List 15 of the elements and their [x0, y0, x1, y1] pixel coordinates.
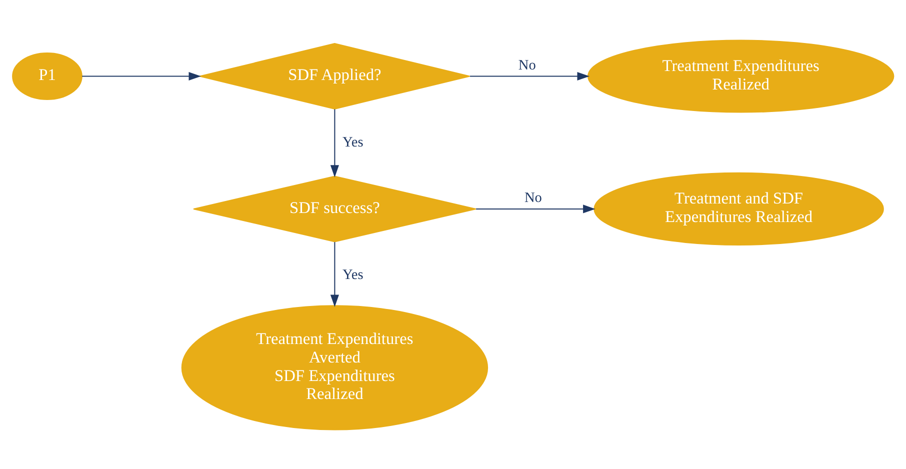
edge-label: No: [524, 189, 542, 206]
node-ellipse: Treatment and SDF Expenditures Realized: [594, 172, 884, 245]
arrow: [470, 71, 590, 80]
arrow: [330, 108, 340, 177]
node-ellipse: Treatment Expenditures Realized: [588, 39, 894, 112]
node-diamond: SDF Applied?: [199, 42, 470, 110]
edge-label: Yes: [342, 266, 364, 283]
edge-label: No: [518, 56, 536, 73]
arrow: [330, 242, 340, 307]
edge-label: Yes: [342, 134, 364, 150]
arrow: [82, 71, 202, 80]
node-ellipse: Treatment Expenditures Averted SDF Expenditures Realized: [181, 304, 488, 430]
node-ellipse: P1: [12, 52, 82, 100]
node-diamond: SDF success?: [193, 175, 476, 242]
arrow: [476, 204, 596, 213]
